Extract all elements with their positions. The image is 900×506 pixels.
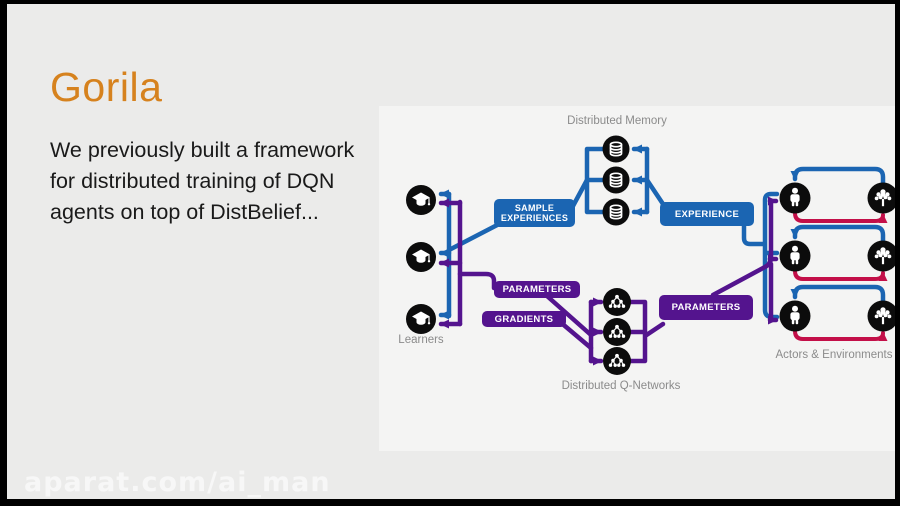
qnetwork-node [603, 288, 631, 316]
letterbox-left [0, 0, 7, 506]
learner-node [406, 304, 436, 334]
learners-caption: Learners [398, 334, 444, 346]
learner-node [406, 242, 436, 272]
experience-collector [741, 191, 780, 320]
parameters-right-label: PARAMETERS [659, 295, 753, 320]
sample-experiences-label: SAMPLE EXPERIENCES [494, 199, 575, 227]
person-icon [790, 187, 800, 207]
memory-left-bracket [584, 146, 605, 215]
env-actor-loop-3 [790, 284, 886, 305]
sample-box-link [446, 219, 506, 253]
environment-node [867, 182, 899, 214]
qnet-right-bracket [628, 299, 666, 364]
tree-icon [874, 189, 892, 207]
qnetwork-node [603, 318, 631, 346]
environment-nodes [867, 182, 899, 332]
env-actor-loop-1 [790, 166, 886, 187]
memory-left-link [570, 177, 590, 209]
distributed-q-networks-caption: Distributed Q-Networks [561, 380, 681, 392]
memory-node [602, 166, 630, 194]
letterbox-bottom [0, 499, 900, 506]
network-tree-icon [608, 324, 626, 338]
letterbox-right [895, 0, 900, 506]
environment-node [867, 240, 899, 272]
memory-node [602, 198, 630, 226]
tree-icon [874, 307, 892, 325]
graduation-cap-icon [412, 192, 431, 206]
action-flow-wires [793, 210, 888, 342]
actor-node [779, 240, 811, 272]
database-icon [609, 172, 623, 188]
actor-env-loop-3 [793, 328, 888, 342]
body-line: agents on top of DistBelief... [50, 200, 319, 224]
person-icon [790, 245, 800, 265]
actor-node [779, 300, 811, 332]
parameters-left-label: PARAMETERS [494, 281, 580, 298]
gorila-architecture-diagram [406, 135, 899, 375]
letterbox-top [0, 0, 900, 4]
learner-node [406, 185, 436, 215]
person-icon [790, 305, 800, 325]
environment-node [867, 300, 899, 332]
actor-env-loop-2 [793, 268, 888, 282]
params-qnet-diagonal [544, 293, 594, 338]
graduation-cap-icon [412, 249, 431, 263]
experience-flow-wires [438, 144, 886, 320]
slide: Gorila We previously built a framework f… [7, 4, 900, 499]
qnetwork-nodes [603, 288, 631, 375]
distributed-memory-caption: Distributed Memory [567, 115, 667, 127]
body-line: We previously built a framework [50, 138, 355, 162]
experience-box-link [644, 177, 666, 207]
learner-nodes [406, 185, 436, 334]
experience-label: EXPERIENCE [660, 202, 754, 226]
qnetwork-node [603, 347, 631, 375]
actors-environments-caption: Actors & Environments [775, 349, 893, 361]
aparat-watermark: aparat.com/ai_man [24, 467, 331, 498]
params-left-box-link [457, 271, 497, 291]
memory-nodes [602, 135, 630, 226]
database-icon [609, 141, 623, 157]
actor-nodes [779, 182, 811, 332]
database-icon [609, 204, 623, 220]
memory-node [602, 135, 630, 163]
slide-body: We previously built a framework for dist… [50, 135, 354, 228]
network-tree-icon [608, 294, 626, 308]
graduation-cap-icon [412, 311, 431, 325]
actor-node [779, 182, 811, 214]
gradients-label: GRADIENTS [482, 311, 566, 327]
body-line: for distributed training of DQN [50, 169, 335, 193]
tree-icon [874, 247, 892, 265]
env-actor-loop-2 [790, 224, 886, 245]
network-tree-icon [608, 353, 626, 367]
slide-title: Gorila [50, 64, 163, 110]
actor-env-loop-1 [793, 210, 888, 224]
